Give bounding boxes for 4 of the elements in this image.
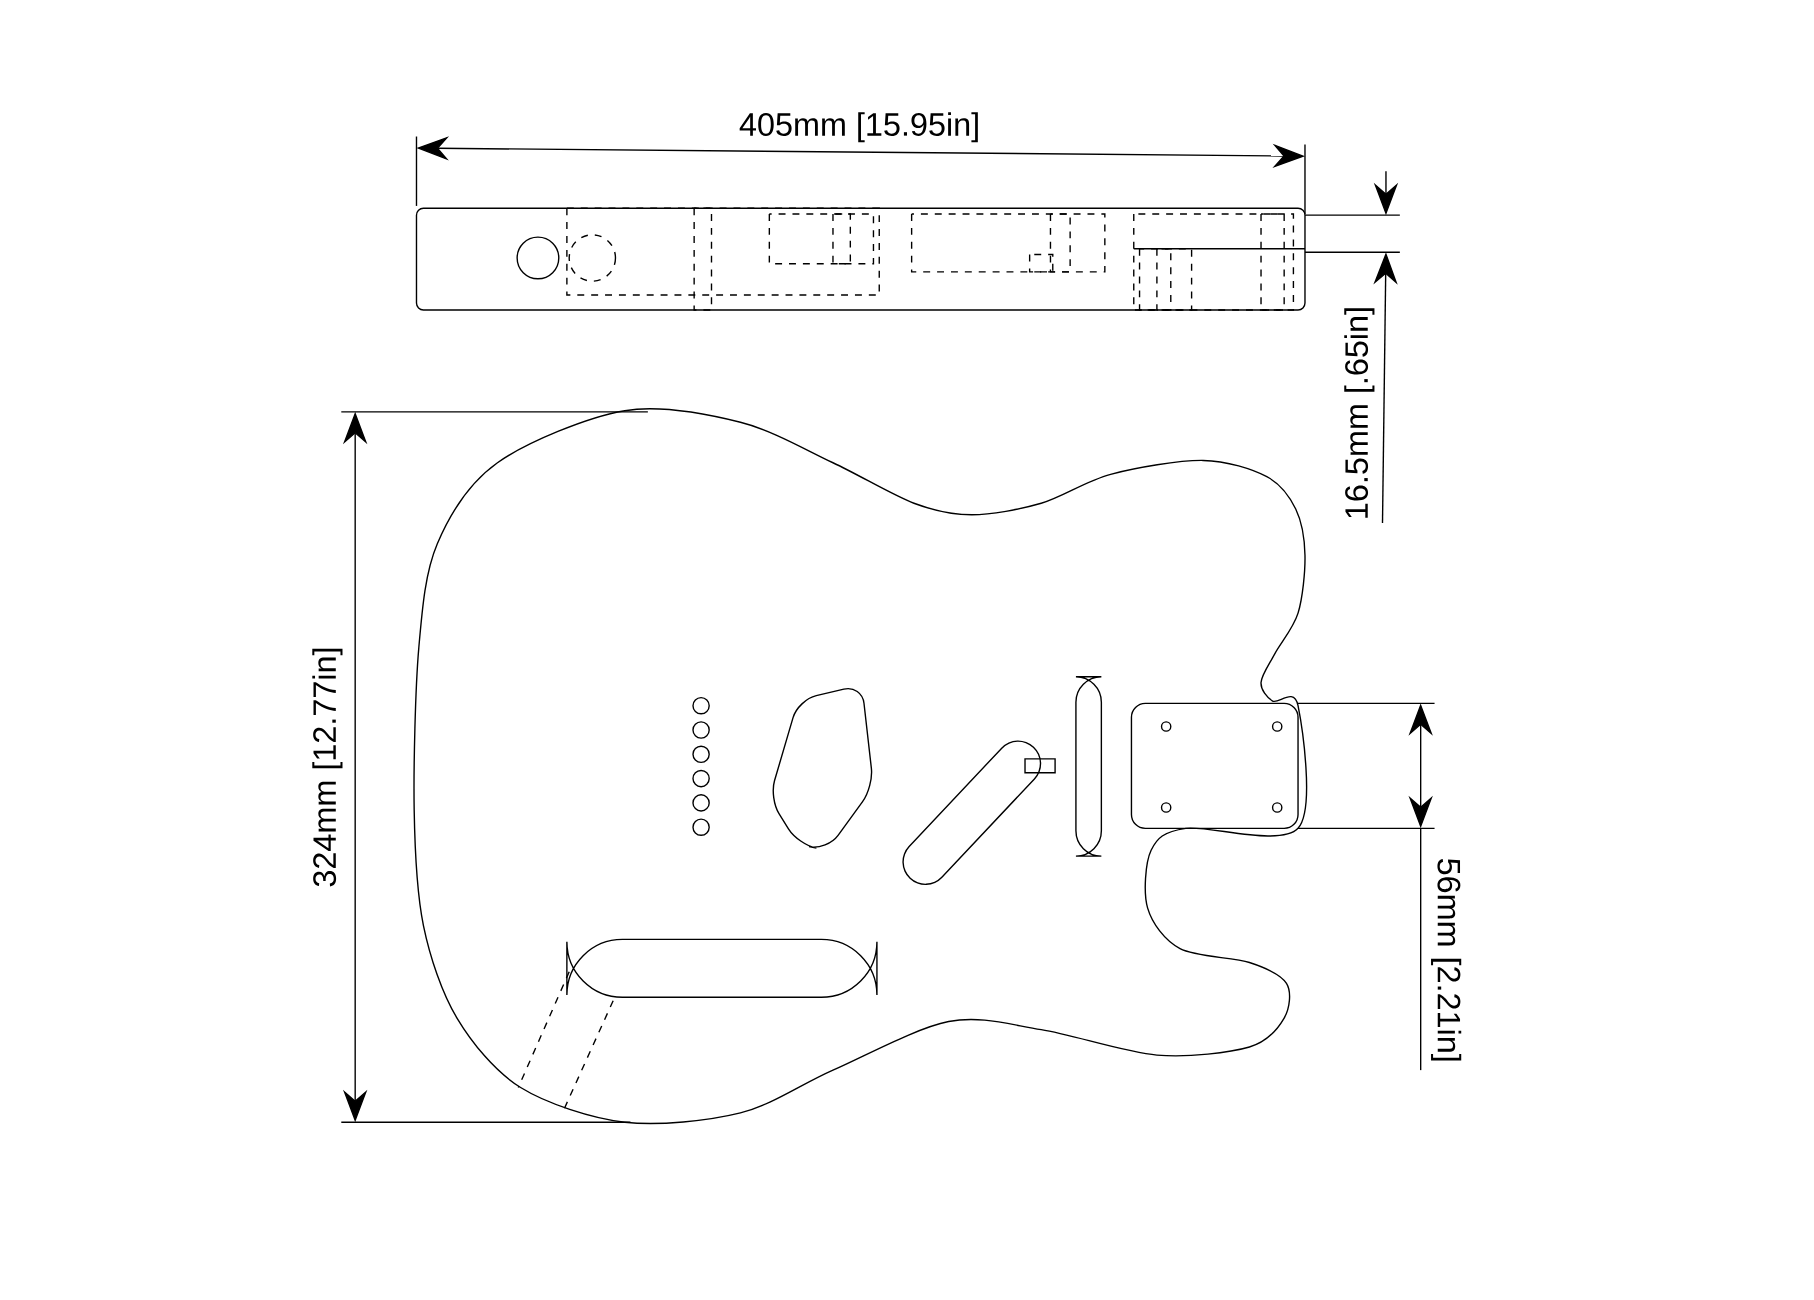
dimension-label: 56mm [2.21in] <box>1428 855 1464 1065</box>
dimension-label: 16.5mm [.65in] <box>1341 303 1377 523</box>
dimension-label: 324mm [12.77in] <box>310 643 345 890</box>
dimension-label: 405mm [15.95in] <box>736 109 983 145</box>
